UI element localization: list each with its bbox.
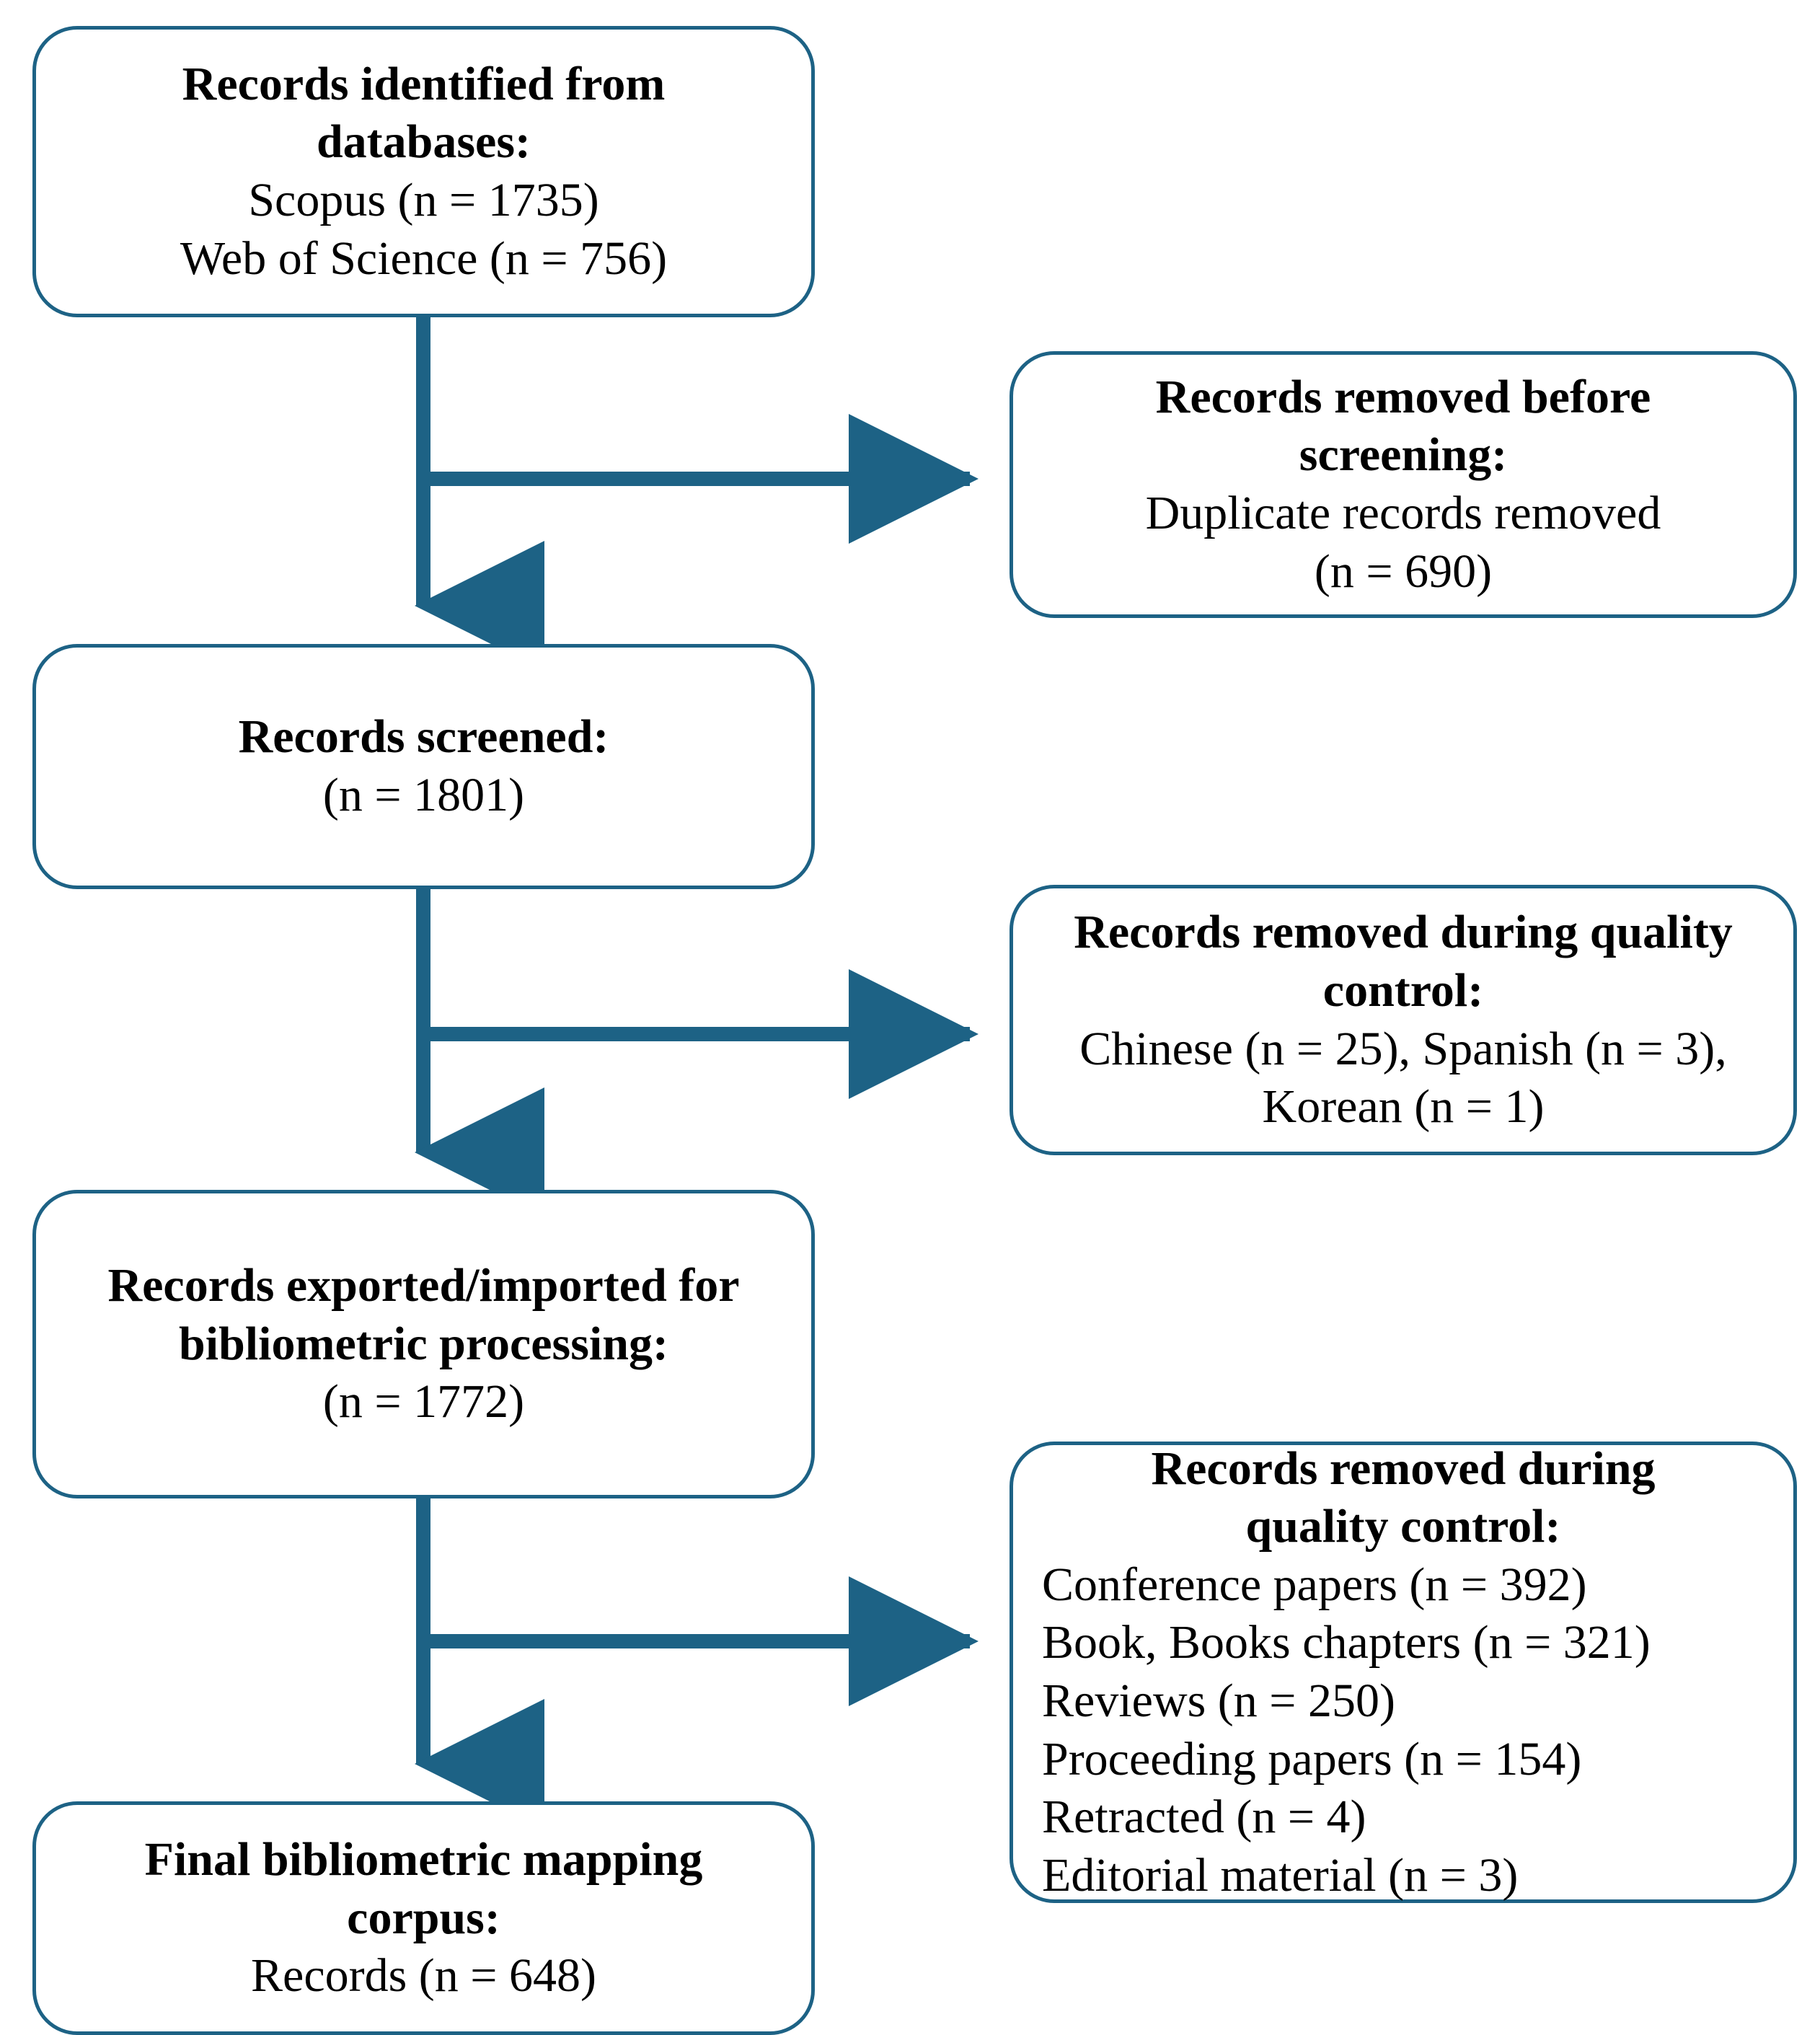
node-header-line: Records removed before xyxy=(1155,370,1651,423)
node-header-line: Records identified from xyxy=(182,57,666,110)
node-records-exported-imported: Records exported/imported for bibliometr… xyxy=(32,1190,815,1498)
node-final-bibliometric-corpus: Final bibliometric mapping corpus: Recor… xyxy=(32,1801,815,2035)
node-body-line: Proceeding papers (n = 154) xyxy=(1042,1732,1582,1785)
node-records-removed-quality-control-languages: Records removed during quality control: … xyxy=(1010,885,1797,1155)
node-records-removed-before-screening: Records removed before screening: Duplic… xyxy=(1010,351,1797,618)
node-body-line: Duplicate records removed xyxy=(1145,487,1661,539)
node-header-line: corpus: xyxy=(347,1891,500,1944)
node-header-line: Records exported/imported for xyxy=(107,1259,740,1312)
node-header-line: Records screened: xyxy=(238,710,609,764)
node-body-line: Web of Science (n = 756) xyxy=(180,231,668,285)
node-records-identified: Records identified from databases: Scopu… xyxy=(32,26,815,317)
node-body-line: (n = 1772) xyxy=(322,1375,525,1429)
node-header-line: bibliometric processing: xyxy=(179,1317,668,1370)
node-body-line: Korean (n = 1) xyxy=(1262,1080,1545,1134)
node-body-line: (n = 690) xyxy=(1314,544,1493,598)
node-header-line: Records removed during quality xyxy=(1074,906,1733,959)
node-body-line: Book, Books chapters (n = 321) xyxy=(1042,1616,1651,1669)
node-records-removed-quality-control-types: Records removed during quality control: … xyxy=(1010,1442,1797,1903)
node-body-line: Retracted (n = 4) xyxy=(1042,1791,1366,1844)
node-body-line: Scopus (n = 1735) xyxy=(248,174,599,226)
node-header-line: databases: xyxy=(316,115,531,169)
node-body-line: Conference papers (n = 392) xyxy=(1042,1558,1587,1611)
node-header-line: control: xyxy=(1322,963,1484,1017)
node-body-line: (n = 1801) xyxy=(322,769,525,821)
node-body-line: Reviews (n = 250) xyxy=(1042,1674,1395,1727)
node-header-line: quality control: xyxy=(1245,1500,1561,1553)
node-header-line: Final bibliometric mapping xyxy=(144,1833,703,1886)
node-header-line: screening: xyxy=(1299,428,1508,482)
node-body-line: Records (n = 648) xyxy=(251,1949,596,2003)
node-records-screened: Records screened: (n = 1801) xyxy=(32,644,815,889)
node-header-line: Records removed during xyxy=(1151,1442,1656,1495)
node-body-line: Editorial material (n = 3) xyxy=(1042,1848,1519,1902)
node-body-line: Chinese (n = 25), Spanish (n = 3), xyxy=(1079,1022,1727,1075)
